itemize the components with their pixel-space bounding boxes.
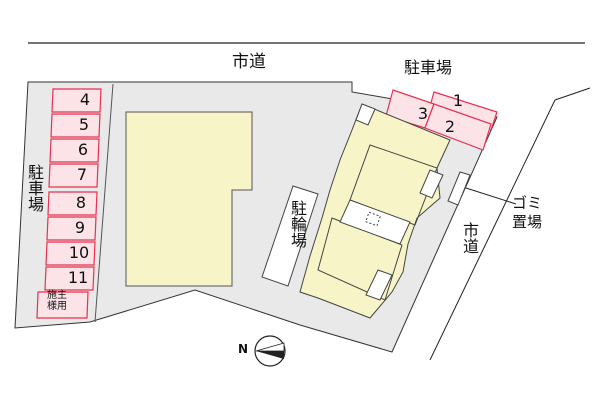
space-number-11: 11 <box>67 268 89 287</box>
top-parking-label: 駐車場 <box>404 58 453 77</box>
balcony-top <box>355 103 376 126</box>
garbage-area-label: ゴミ 置場 <box>512 194 543 231</box>
parking-space-7 <box>48 163 99 188</box>
garbage-leader-line <box>465 187 517 205</box>
parking-space-9 <box>46 216 97 241</box>
space-number-9: 9 <box>74 218 86 237</box>
space-number-4: 4 <box>79 90 91 109</box>
parking-space-10 <box>45 241 96 266</box>
owner-space-label: 施主 様用 <box>47 290 67 312</box>
balcony-right-2 <box>365 269 393 301</box>
bicycle-parking-text: 駐輪場 <box>288 200 307 248</box>
parking-space-8 <box>47 191 98 216</box>
space-number-10: 10 <box>68 243 90 262</box>
garbage-area-box <box>447 171 471 206</box>
left-parking-label: 駐車場 <box>24 164 44 217</box>
space-number-8: 8 <box>75 193 87 212</box>
right-road-line-outer <box>429 99 556 361</box>
space-number-5: 5 <box>78 115 90 134</box>
north-label: N <box>238 342 249 356</box>
parking-space-4 <box>51 88 102 113</box>
top-road-label: 市道 <box>232 52 266 72</box>
left-parking-text: 駐車場 <box>25 164 44 212</box>
right-road-label: 市道 <box>459 222 479 259</box>
building-upper-unit <box>349 144 438 226</box>
building-core-mark <box>365 211 381 227</box>
parking-space-11 <box>44 266 95 291</box>
parking-space-5 <box>50 113 101 138</box>
bicycle-parking-area <box>261 185 319 287</box>
parking-space-2 <box>424 103 492 151</box>
building-core <box>339 199 411 245</box>
space-number-2: 2 <box>444 117 456 136</box>
space-number-7: 7 <box>76 165 88 184</box>
parking-space-6 <box>49 138 100 163</box>
right-road-line-inner <box>554 87 591 101</box>
space-number-1: 1 <box>452 91 464 110</box>
balcony-right-1 <box>419 169 444 199</box>
bicycle-parking-label: 駐輪場 <box>287 200 307 253</box>
left-parking-group <box>36 88 102 319</box>
adjacent-building <box>125 111 253 287</box>
owner-parking-space <box>36 291 89 319</box>
compass-arrow-half <box>255 342 285 352</box>
space-number-3: 3 <box>417 104 429 123</box>
lot-separator <box>94 83 114 323</box>
right-road-text: 市道 <box>460 222 479 254</box>
space-number-6: 6 <box>77 140 89 159</box>
